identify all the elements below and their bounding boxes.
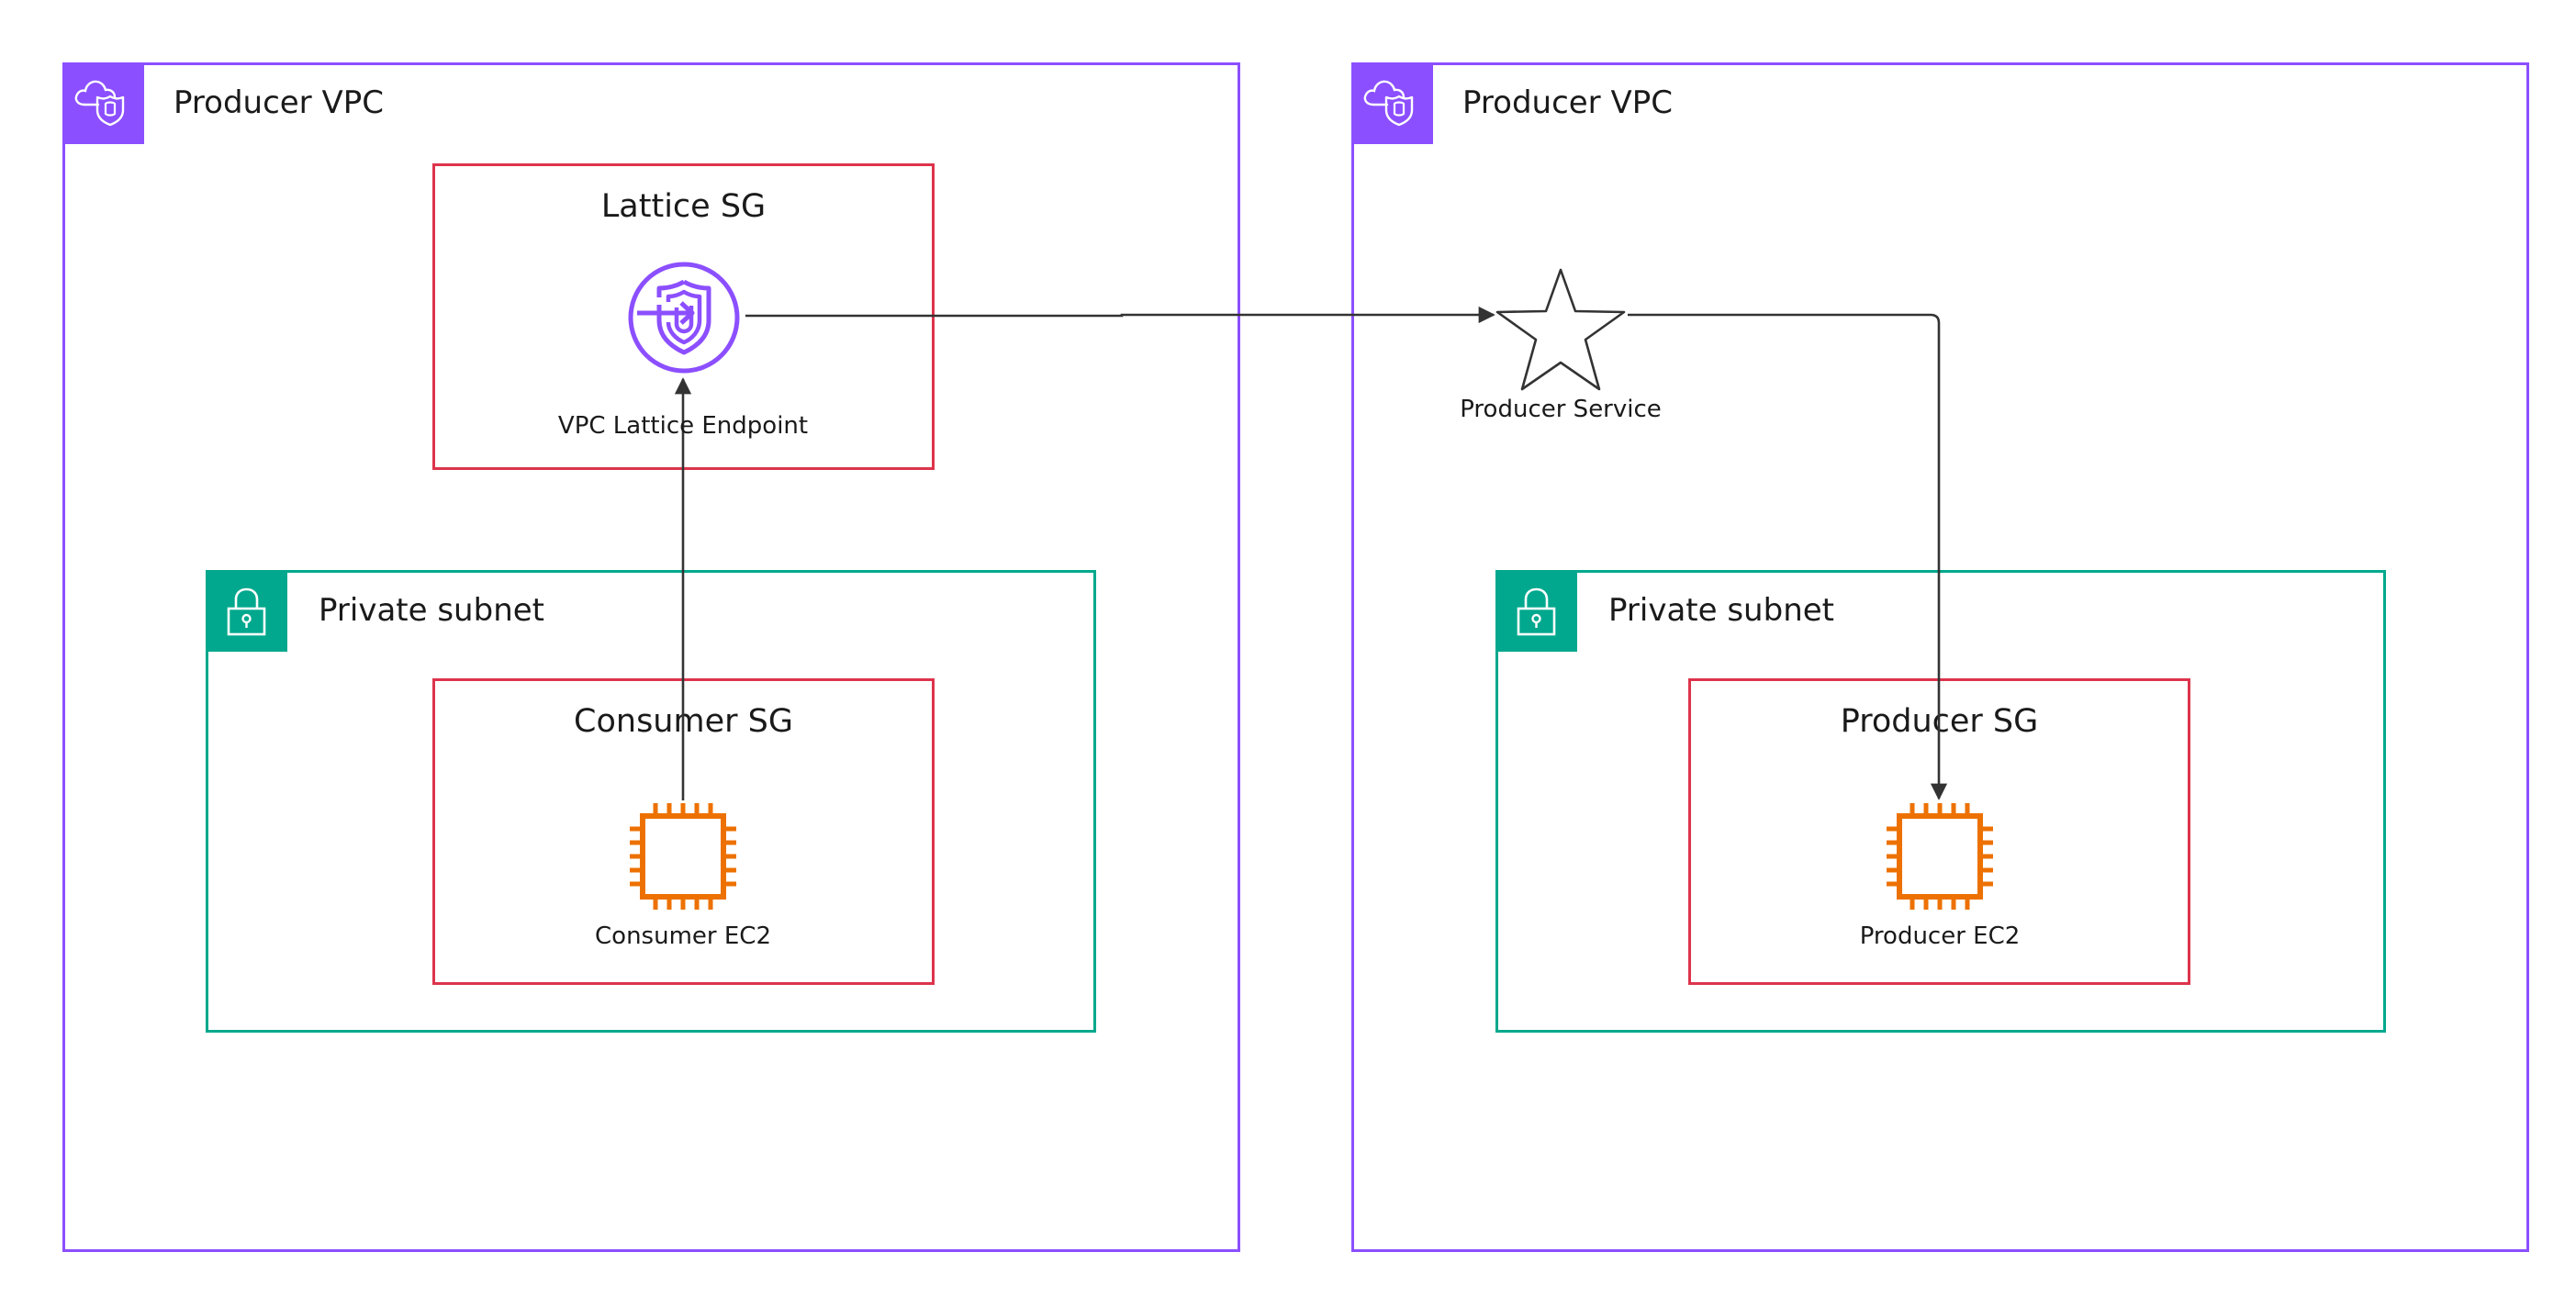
- right-vpc-group: Producer VPC: [1351, 62, 2529, 1252]
- lock-icon: [1495, 570, 1577, 652]
- right-private-subnet: Private subnet: [1495, 570, 2386, 1033]
- lattice-sg-title: Lattice SG: [600, 188, 767, 225]
- right-vpc-title: Producer VPC: [1462, 84, 1673, 121]
- left-vpc-title: Producer VPC: [174, 84, 384, 121]
- vpc-lattice-endpoint-icon: [626, 260, 742, 375]
- vpc-lattice-endpoint-label: VPC Lattice Endpoint: [557, 412, 809, 440]
- ec2-instance-icon: [1885, 801, 1995, 911]
- left-vpc-group: Producer VPC: [62, 62, 1240, 1252]
- ec2-instance-icon: [628, 801, 738, 911]
- lock-icon: [206, 570, 287, 652]
- producer-service-label: Producer Service: [1460, 396, 1662, 423]
- star-icon: [1494, 266, 1628, 395]
- left-private-subnet: Private subnet: [206, 570, 1096, 1033]
- connector-producer-service-to-producer-ec2: [1628, 313, 1948, 800]
- right-subnet-title: Private subnet: [1608, 592, 1834, 629]
- connector-endpoint-to-producer-service: [745, 306, 1495, 324]
- left-subnet-title: Private subnet: [319, 592, 544, 629]
- vpc-icon: [1351, 62, 1433, 144]
- producer-ec2-label: Producer EC2: [1859, 922, 2021, 950]
- consumer-ec2-label: Consumer EC2: [595, 922, 771, 950]
- vpc-icon: [62, 62, 144, 144]
